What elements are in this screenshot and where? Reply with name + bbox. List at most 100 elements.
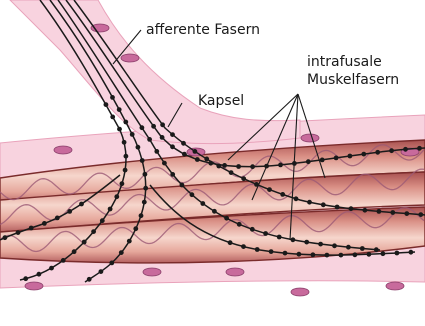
- bead: [23, 276, 28, 281]
- nucleus: [226, 268, 244, 276]
- bead: [114, 194, 119, 199]
- bead: [360, 246, 365, 251]
- bead: [110, 115, 115, 120]
- bead: [417, 146, 422, 151]
- bead: [346, 245, 351, 250]
- label-capsule: Kapsel: [198, 92, 244, 110]
- bead: [335, 205, 340, 210]
- bead: [123, 168, 128, 173]
- bead: [127, 239, 132, 244]
- bead: [170, 172, 175, 177]
- bead: [143, 186, 148, 191]
- bead: [154, 149, 159, 154]
- bead: [61, 258, 66, 263]
- bead: [16, 230, 21, 235]
- bead: [49, 266, 54, 271]
- bead: [200, 201, 205, 206]
- bead: [409, 250, 414, 255]
- bead: [204, 157, 209, 162]
- bead: [119, 250, 124, 255]
- bead: [377, 209, 382, 214]
- bead: [42, 221, 47, 226]
- bead: [72, 249, 77, 254]
- bead: [250, 164, 255, 169]
- bead: [263, 231, 268, 236]
- bead: [229, 170, 234, 175]
- bead: [195, 157, 200, 162]
- bead: [29, 226, 34, 231]
- bead: [250, 227, 255, 232]
- bead: [361, 152, 366, 157]
- bead: [404, 211, 409, 216]
- bead: [277, 235, 282, 240]
- bead: [104, 102, 109, 107]
- bead: [133, 226, 138, 231]
- bead: [307, 200, 312, 205]
- nucleus: [143, 268, 161, 276]
- bead: [297, 252, 302, 257]
- bead: [318, 242, 323, 247]
- bead: [124, 154, 129, 159]
- bead: [321, 202, 326, 207]
- bead: [280, 192, 285, 197]
- label-afferent-fibers: afferente Fasern: [146, 21, 260, 39]
- bead: [389, 148, 394, 153]
- nucleus: [301, 134, 319, 142]
- bead: [109, 261, 114, 266]
- bead: [348, 154, 353, 159]
- bead: [151, 124, 156, 129]
- bead: [334, 156, 339, 161]
- bead: [122, 140, 127, 145]
- bead: [267, 187, 272, 192]
- bead: [143, 172, 148, 177]
- bead: [241, 176, 246, 181]
- bead: [353, 252, 358, 257]
- bead: [325, 253, 330, 258]
- bead: [180, 183, 185, 188]
- nucleus: [54, 146, 72, 154]
- bead: [228, 240, 233, 245]
- nucleus: [25, 282, 43, 290]
- bead: [170, 144, 175, 149]
- bead: [117, 127, 122, 132]
- bead: [37, 272, 42, 277]
- bead: [375, 150, 380, 155]
- bead: [108, 207, 113, 212]
- bead: [241, 244, 246, 249]
- bead: [160, 135, 165, 140]
- bead: [79, 202, 84, 207]
- bead: [339, 253, 344, 258]
- bead: [120, 181, 125, 186]
- bead: [99, 269, 104, 274]
- nucleus: [291, 288, 309, 296]
- bead: [147, 137, 152, 142]
- bead: [237, 222, 242, 227]
- bead: [140, 125, 145, 130]
- bead: [190, 192, 195, 197]
- label-intrafusal-line2: Muskelfasern: [307, 71, 399, 89]
- bead: [160, 122, 165, 127]
- bead: [294, 196, 299, 201]
- bead: [418, 212, 423, 217]
- bead: [390, 210, 395, 215]
- bead: [142, 200, 147, 205]
- bead: [332, 243, 337, 248]
- bead: [363, 208, 368, 213]
- bead: [306, 159, 311, 164]
- bead: [367, 252, 372, 257]
- bead: [216, 164, 221, 169]
- bead: [403, 147, 408, 152]
- bead: [311, 252, 316, 257]
- bead: [304, 240, 309, 245]
- bead: [140, 158, 145, 163]
- bead: [349, 206, 354, 211]
- bead: [162, 161, 167, 166]
- bead: [278, 163, 283, 168]
- bead: [255, 247, 260, 252]
- bead: [208, 161, 213, 166]
- nucleus: [386, 282, 404, 290]
- bead: [320, 158, 325, 163]
- bead: [269, 249, 274, 254]
- bead: [139, 213, 144, 218]
- bead: [136, 145, 141, 150]
